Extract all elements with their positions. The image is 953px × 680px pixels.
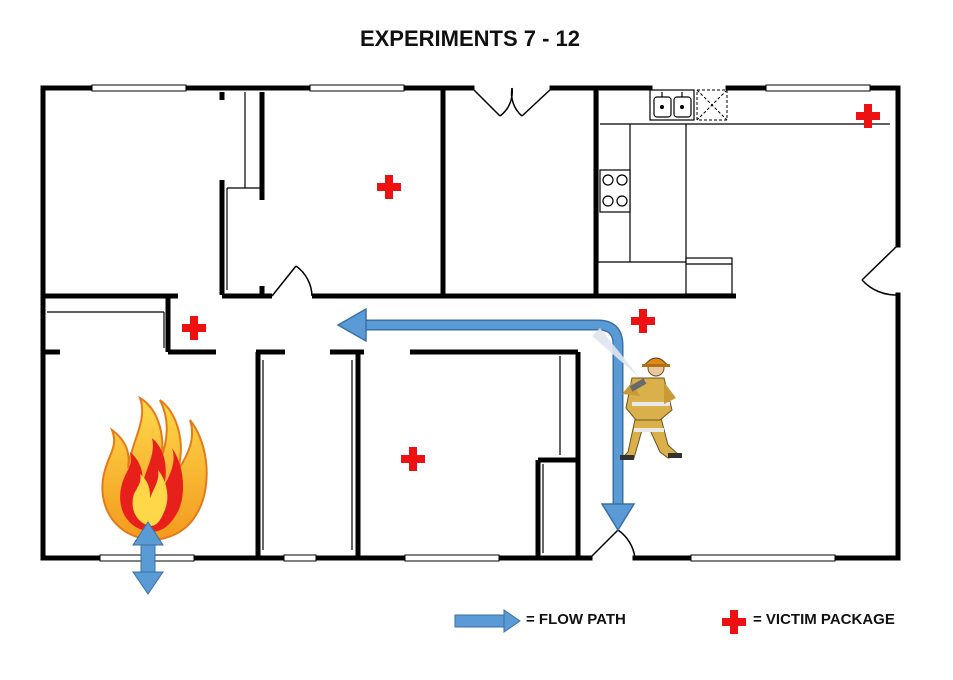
diagram-title: EXPERIMENTS 7 - 12 [359, 26, 581, 51]
victim-cross-icon [631, 309, 655, 333]
dishwasher-icon [696, 89, 728, 121]
legend-flow-path-label: = FLOW PATH [526, 611, 626, 628]
victim-cross-icon [182, 316, 206, 340]
victim-markers [182, 104, 880, 471]
legend-victim-label: = VICTIM PACKAGE [753, 611, 895, 628]
vent-flow-arrow [132, 521, 164, 595]
stove-icon [599, 169, 631, 213]
flow-path-arrow [336, 307, 636, 532]
fire-icon [101, 395, 208, 542]
interior-walls [43, 88, 736, 558]
kitchen-counters [597, 92, 890, 295]
door-swings [271, 87, 899, 559]
firefighter-icon [592, 328, 682, 460]
legend-flow-arrow-icon [454, 609, 521, 633]
victim-cross-icon [856, 104, 880, 128]
victim-cross-icon [401, 447, 425, 471]
thin-interior-lines [47, 92, 561, 553]
legend-victim-cross-icon [722, 610, 746, 634]
victim-cross-icon [377, 175, 401, 199]
sink-icon [649, 89, 695, 121]
